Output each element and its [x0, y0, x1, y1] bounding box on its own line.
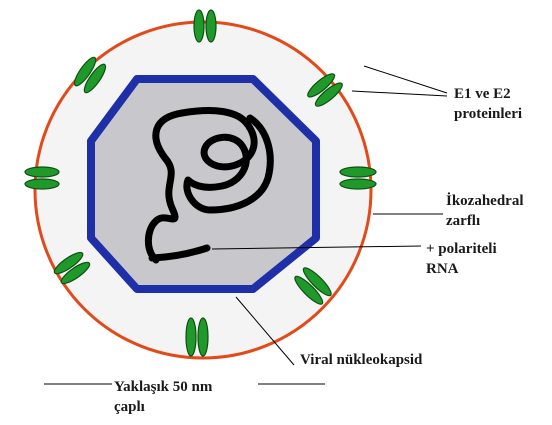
label-envelope-line2: zarflı — [446, 213, 480, 229]
label-envelope-line1: İkozahedral — [446, 192, 524, 209]
leader-line-e1e2-upper — [364, 66, 447, 93]
label-size-line2: çaplı — [114, 399, 145, 415]
leader-line-e1e2-lower — [352, 91, 447, 96]
label-nucleocapsid: Viral nükleokapsid — [300, 352, 423, 368]
label-rna-line1: + polariteli — [426, 241, 497, 257]
label-rna-line2: RNA — [426, 261, 459, 277]
label-e1e2-line1: E1 ve E2 — [454, 86, 511, 102]
label-size-line1: Yaklaşık 50 nm — [114, 379, 213, 395]
label-e1e2-line2: proteinleri — [454, 106, 522, 122]
